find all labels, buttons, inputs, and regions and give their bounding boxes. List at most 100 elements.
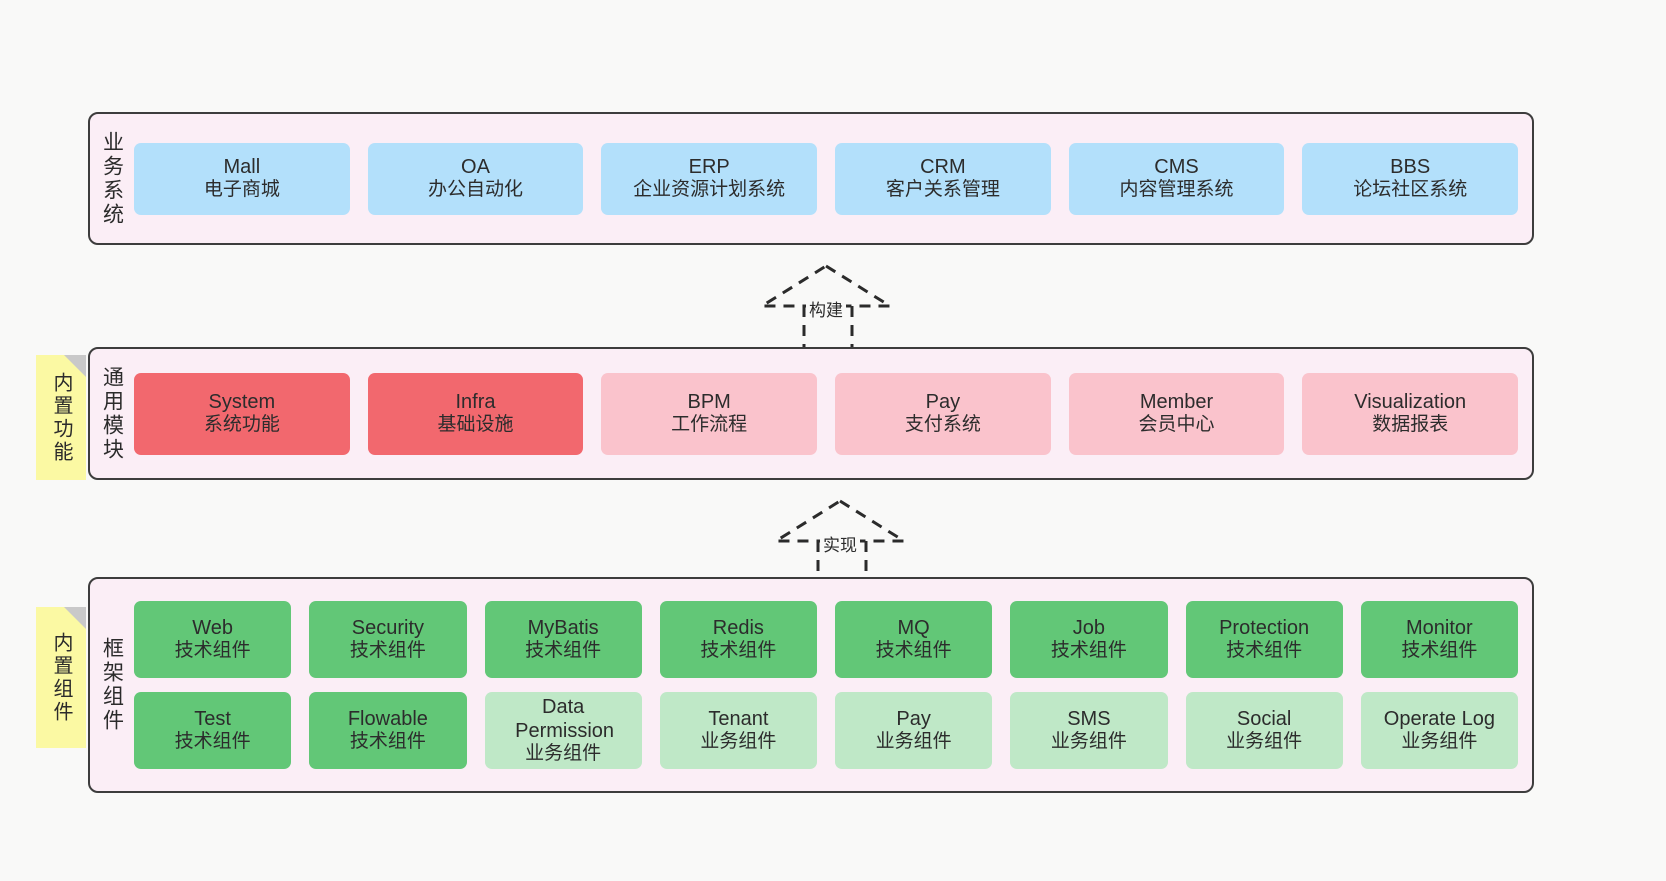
node-title: Protection xyxy=(1219,617,1310,640)
node-pay[interactable]: Pay 支付系统 xyxy=(835,372,1051,455)
connector-build-label: 构建 xyxy=(806,296,846,321)
node-subtitle: 内容管理系统 xyxy=(1119,179,1234,201)
node-subtitle: 技术组件 xyxy=(875,640,952,662)
node-subtitle: 业务组件 xyxy=(1401,731,1478,753)
node-title: Web xyxy=(192,617,233,640)
component-row: Test 技术组件 Flowable 技术组件 Data Permission … xyxy=(134,692,1518,769)
node-redis[interactable]: Redis 技术组件 xyxy=(659,601,817,678)
node-title: OA xyxy=(461,156,490,179)
component-row: System 系统功能 Infra 基础设施 BPM 工作流程 Pay 支付系统 xyxy=(134,372,1519,455)
node-subtitle: 企业资源计划系统 xyxy=(633,179,786,201)
node-subtitle: 业务组件 xyxy=(1050,731,1127,753)
node-mq[interactable]: MQ 技术组件 xyxy=(835,601,993,678)
node-subtitle: 办公自动化 xyxy=(428,179,524,201)
node-subtitle: 业务组件 xyxy=(875,731,952,753)
sticky-note-builtin-component: 内置组件 xyxy=(36,607,86,748)
node-mybatis[interactable]: MyBatis 技术组件 xyxy=(484,601,642,678)
node-sms[interactable]: SMS 业务组件 xyxy=(1010,692,1168,769)
node-title: System xyxy=(208,391,276,414)
node-title: CRM xyxy=(920,156,966,179)
node-protection[interactable]: Protection 技术组件 xyxy=(1185,601,1343,678)
node-title: Redis xyxy=(712,617,764,640)
node-tenant[interactable]: Tenant 业务组件 xyxy=(659,692,817,769)
node-subtitle: 技术组件 xyxy=(349,731,426,753)
component-row: Web 技术组件 Security 技术组件 MyBatis 技术组件 Redi… xyxy=(134,601,1518,678)
node-title: Job xyxy=(1072,617,1105,640)
node-social[interactable]: Social 业务组件 xyxy=(1185,692,1343,769)
node-title: Operate Log xyxy=(1383,708,1495,731)
layer-common-module: 通用模块 System 系统功能 Infra 基础设施 BPM 工作流程 xyxy=(88,347,1534,480)
sticky-note-label: 内置功能 xyxy=(50,371,72,464)
node-security[interactable]: Security 技术组件 xyxy=(309,601,467,678)
layer-label-common-module: 通用模块 xyxy=(100,365,124,462)
node-title: Test xyxy=(194,708,231,731)
node-subtitle: 论坛社区系统 xyxy=(1353,179,1468,201)
node-subtitle: 技术组件 xyxy=(349,640,426,662)
layer-label-framework-component: 框架组件 xyxy=(100,637,124,733)
node-operate-log[interactable]: Operate Log 业务组件 xyxy=(1360,692,1518,769)
node-monitor[interactable]: Monitor 技术组件 xyxy=(1360,601,1518,678)
node-title: Data Permission xyxy=(515,696,615,743)
node-subtitle: 支付系统 xyxy=(904,414,981,436)
node-title: Security xyxy=(351,617,424,640)
node-title: MyBatis xyxy=(527,617,599,640)
note-fold-corner-icon xyxy=(64,355,86,377)
connector-implement-label: 实现 xyxy=(820,531,860,556)
node-cms[interactable]: CMS 内容管理系统 xyxy=(1068,142,1285,215)
node-subtitle: 技术组件 xyxy=(174,731,251,753)
node-subtitle: 业务组件 xyxy=(700,731,777,753)
connector-build: 构建 xyxy=(756,262,900,350)
node-bpm[interactable]: BPM 工作流程 xyxy=(601,372,818,455)
node-infra[interactable]: Infra 基础设施 xyxy=(367,372,584,455)
node-title: SMS xyxy=(1067,708,1111,731)
node-title: BPM xyxy=(687,391,731,414)
node-title: Flowable xyxy=(347,708,428,731)
node-title: Social xyxy=(1236,708,1292,731)
node-erp[interactable]: ERP 企业资源计划系统 xyxy=(601,142,818,215)
node-subtitle: 基础设施 xyxy=(437,414,514,436)
node-visualization[interactable]: Visualization 数据报表 xyxy=(1302,372,1519,455)
node-subtitle: 业务组件 xyxy=(525,743,602,765)
node-subtitle: 客户关系管理 xyxy=(885,179,1000,201)
node-title: Monitor xyxy=(1406,617,1473,640)
node-data-permission[interactable]: Data Permission 业务组件 xyxy=(484,692,642,769)
node-title: MQ xyxy=(897,617,930,640)
node-title: CMS xyxy=(1154,156,1199,179)
layer-body-framework-component: Web 技术组件 Security 技术组件 MyBatis 技术组件 Redi… xyxy=(134,579,1532,791)
layer-business-system: 业务系统 Mall 电子商城 OA 办公自动化 ERP 企业资源计划系统 xyxy=(88,112,1534,245)
node-crm[interactable]: CRM 客户关系管理 xyxy=(835,142,1051,215)
node-title: Mall xyxy=(223,156,261,179)
node-title: BBS xyxy=(1390,156,1431,179)
node-flowable[interactable]: Flowable 技术组件 xyxy=(309,692,467,769)
node-title: Visualization xyxy=(1354,391,1467,414)
node-subtitle: 技术组件 xyxy=(1226,640,1303,662)
node-title: Pay xyxy=(896,708,931,731)
node-test[interactable]: Test 技术组件 xyxy=(134,692,292,769)
node-mall[interactable]: Mall 电子商城 xyxy=(134,142,350,215)
node-subtitle: 数据报表 xyxy=(1372,414,1449,436)
layer-body-business-system: Mall 电子商城 OA 办公自动化 ERP 企业资源计划系统 CRM 客户关系… xyxy=(134,114,1532,243)
node-subtitle: 技术组件 xyxy=(174,640,251,662)
layer-body-common-module: System 系统功能 Infra 基础设施 BPM 工作流程 Pay 支付系统 xyxy=(134,349,1532,478)
node-job[interactable]: Job 技术组件 xyxy=(1010,601,1168,678)
node-subtitle: 工作流程 xyxy=(671,414,748,436)
node-bbs[interactable]: BBS 论坛社区系统 xyxy=(1302,142,1519,215)
node-subtitle: 技术组件 xyxy=(1050,640,1127,662)
node-subtitle: 会员中心 xyxy=(1138,414,1215,436)
node-member[interactable]: Member 会员中心 xyxy=(1068,372,1285,455)
node-oa[interactable]: OA 办公自动化 xyxy=(367,142,584,215)
layer-framework-component: 框架组件 Web 技术组件 Security 技术组件 MyBatis 技术组件 xyxy=(88,577,1534,793)
node-subtitle: 系统功能 xyxy=(203,414,280,436)
node-title: Pay xyxy=(925,391,961,414)
node-subtitle: 业务组件 xyxy=(1226,731,1303,753)
sticky-note-builtin-function: 内置功能 xyxy=(36,355,86,480)
node-web[interactable]: Web 技术组件 xyxy=(134,601,292,678)
node-pay-component[interactable]: Pay 业务组件 xyxy=(835,692,993,769)
node-title: ERP xyxy=(688,156,730,179)
note-fold-corner-icon xyxy=(64,607,86,629)
connector-implement: 实现 xyxy=(770,497,914,585)
node-system[interactable]: System 系统功能 xyxy=(134,372,350,455)
node-title: Member xyxy=(1139,391,1214,414)
node-subtitle: 电子商城 xyxy=(203,179,280,201)
sticky-note-label: 内置组件 xyxy=(50,631,72,724)
